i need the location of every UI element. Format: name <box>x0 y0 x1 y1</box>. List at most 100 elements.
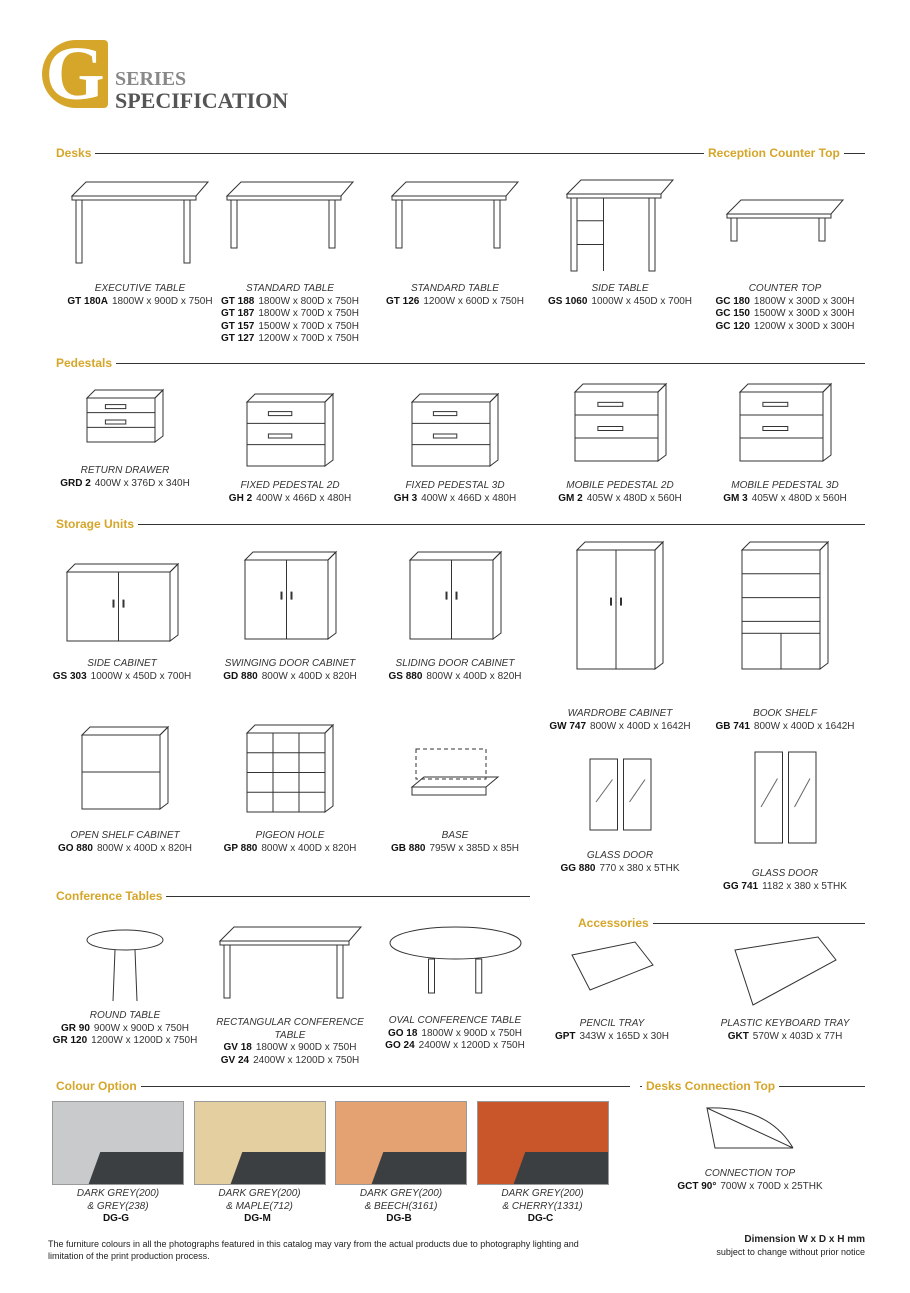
colour-swatch <box>52 1101 184 1185</box>
model-code: GB 741 <box>715 720 750 732</box>
table-illustration <box>390 180 520 255</box>
colour-swatch <box>193 1101 326 1185</box>
dimensions: 1500W x 300D x 300H <box>753 308 855 319</box>
model-code: GT 180A <box>67 295 108 307</box>
table-illustration <box>225 180 355 255</box>
model-code: GV 18 <box>223 1042 252 1053</box>
model-code: GG 880 <box>560 862 596 874</box>
dimensions: 570W x 403D x 77H <box>752 1030 843 1042</box>
section-colour: Colour Option <box>52 1079 141 1093</box>
colour-swatch <box>335 1101 467 1185</box>
glass-door-illustration <box>588 757 653 837</box>
product-name: MOBILE PEDESTAL 3D <box>731 480 839 491</box>
pedestal-illustration <box>573 382 668 472</box>
page-title: SPECIFICATION <box>115 88 289 113</box>
product-name: RETURN DRAWER <box>80 465 170 476</box>
cabinet-illustration <box>243 550 338 650</box>
dimensions: 1800W x 900D x 750H <box>111 295 213 307</box>
model-code: GCT 90° <box>677 1180 717 1192</box>
drawer-illustration <box>85 388 165 453</box>
bookshelf-illustration <box>740 540 830 680</box>
g-logo: G <box>42 36 108 112</box>
colour-line1: DARK GREY(200) <box>218 1188 301 1199</box>
dimensions: 1800W x 800D x 750H <box>258 295 359 307</box>
section-reception: Reception Counter Top <box>704 146 844 160</box>
dimensions: 770 x 380 x 5THK <box>599 862 680 874</box>
dimensions: 1800W x 900D x 750H <box>421 1027 523 1039</box>
model-code: GS 1060 <box>547 295 588 307</box>
colour-swatch <box>476 1101 609 1185</box>
dimensions: 405W x 480D x 560H <box>586 492 682 504</box>
glass-door-illustration <box>753 750 818 850</box>
shelf-illustration <box>80 725 170 820</box>
model-code: GR 120 <box>52 1035 88 1046</box>
product-name: PENCIL TRAY <box>579 1018 645 1029</box>
product-name: STANDARD TABLE <box>246 283 334 294</box>
model-code: GM 2 <box>558 492 583 504</box>
dimensions: 1200W x 300D x 300H <box>753 320 855 332</box>
model-code: GM 3 <box>723 492 748 504</box>
model-code: GP 880 <box>223 842 258 854</box>
product-name: CONNECTION TOP <box>704 1168 796 1179</box>
model-code: GKT <box>727 1030 749 1042</box>
dimensions: 1800W x 900D x 750H <box>255 1042 357 1053</box>
pencil-tray-illustration <box>570 940 655 1000</box>
table-illustration <box>218 925 363 1005</box>
colour-line2: & MAPLE(712) <box>226 1200 293 1212</box>
base-illustration <box>410 745 500 810</box>
model-code: GPT <box>554 1030 576 1042</box>
product-name: OVAL CONFERENCE TABLE <box>388 1015 522 1026</box>
dimensions: 1800W x 300D x 300H <box>753 295 855 307</box>
product-name: PIGEON HOLE <box>255 830 325 841</box>
dimensions: 1800W x 700D x 750H <box>258 308 359 319</box>
model-code: GT 126 <box>386 295 420 307</box>
dimensions: 900W x 900D x 750H <box>93 1022 189 1034</box>
dimensions: 1182 x 380 x 5THK <box>762 880 847 892</box>
dimensions: 1200W x 600D x 750H <box>423 295 524 307</box>
dimensions: 800W x 400D x 1642H <box>590 720 691 732</box>
product-name: SWINGING DOOR CABINET <box>224 658 356 669</box>
divider <box>575 923 865 924</box>
pedestal-illustration <box>738 382 833 472</box>
dimensions: 400W x 466D x 480H <box>256 492 352 504</box>
product-name: RECTANGULAR CONFERENCE TABLE <box>216 1017 364 1041</box>
cabinet-illustration <box>408 550 503 650</box>
colour-caption: DARK GREY(200)& GREY(238)DG-G <box>33 1188 203 1226</box>
dimensions: 1200W x 700D x 750H <box>258 333 359 344</box>
model-code: GR 90 <box>61 1022 90 1034</box>
cabinet-illustration <box>65 562 180 652</box>
divider <box>60 153 865 154</box>
product-name: STANDARD TABLE <box>411 283 499 294</box>
model-code: GH 2 <box>228 492 253 504</box>
colour-caption: DARK GREY(200)& BEECH(3161)DG-B <box>316 1188 486 1226</box>
pigeon-hole-illustration <box>245 723 335 823</box>
model-code: GD 880 <box>223 670 258 682</box>
dimensions: 400W x 466D x 480H <box>421 492 517 504</box>
model-code: GT 127 <box>221 333 255 344</box>
model-code: GO 880 <box>57 842 93 854</box>
counter-top-illustration <box>725 198 845 248</box>
round-table-illustration <box>85 928 165 1008</box>
